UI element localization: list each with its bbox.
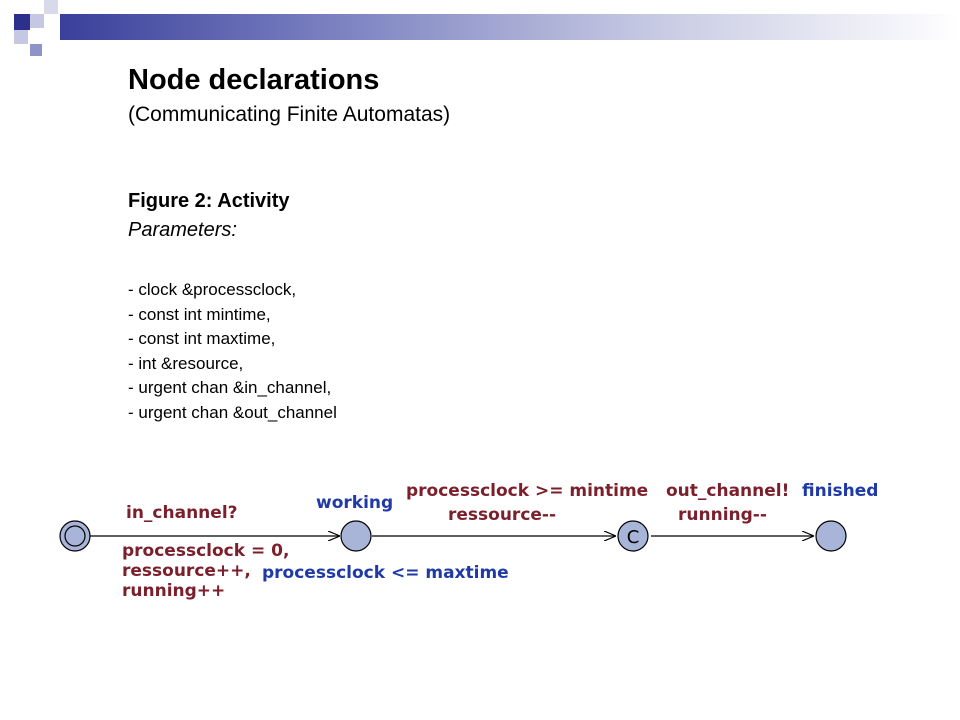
state-working bbox=[340, 520, 372, 552]
list-item: - urgent chan &out_channel bbox=[128, 402, 337, 422]
list-item: - const int mintime, bbox=[128, 304, 271, 324]
edge1-update-label: processclock = 0, bbox=[122, 541, 289, 561]
initial-state bbox=[59, 520, 91, 552]
edge3-update-label: running-- bbox=[678, 505, 767, 525]
edge1-update-label: running++ bbox=[122, 581, 225, 601]
list-item: - urgent chan &in_channel, bbox=[128, 378, 332, 397]
header-gradient-band bbox=[60, 14, 960, 40]
edge3-sync-label: out_channel! bbox=[666, 481, 789, 501]
ornament-square-navy bbox=[14, 14, 30, 30]
state-finished bbox=[815, 520, 847, 552]
edge2-update-label: ressource-- bbox=[448, 505, 556, 525]
state-label-finished: finished bbox=[802, 481, 878, 501]
ornament-square-light bbox=[14, 30, 28, 44]
page-title: Node declarations bbox=[128, 64, 380, 96]
parameter-list: - clock &processclock, - const int minti… bbox=[128, 278, 337, 425]
ornament-square-light bbox=[30, 14, 44, 28]
figure-title: Figure 2: Activity bbox=[128, 190, 290, 212]
list-item: - int &resource, bbox=[128, 353, 244, 373]
edge2-guard-label: processclock >= mintime bbox=[406, 481, 648, 501]
invariant-label: processclock <= maxtime bbox=[262, 563, 509, 583]
list-item: - clock &processclock, bbox=[128, 280, 297, 299]
state-label-working: working bbox=[316, 493, 393, 513]
ornament-square-mid bbox=[44, 0, 58, 14]
edge1-sync-label: in_channel? bbox=[126, 503, 238, 523]
list-item: - const int maxtime, bbox=[128, 329, 276, 348]
edge1-update-label: ressource++, bbox=[122, 561, 251, 581]
state-committed bbox=[617, 520, 649, 552]
page-subtitle: (Communicating Finite Automatas) bbox=[128, 103, 451, 126]
parameters-label: Parameters: bbox=[128, 219, 237, 241]
committed-marker: C bbox=[627, 527, 640, 548]
ornament-square-mid bbox=[30, 44, 42, 56]
